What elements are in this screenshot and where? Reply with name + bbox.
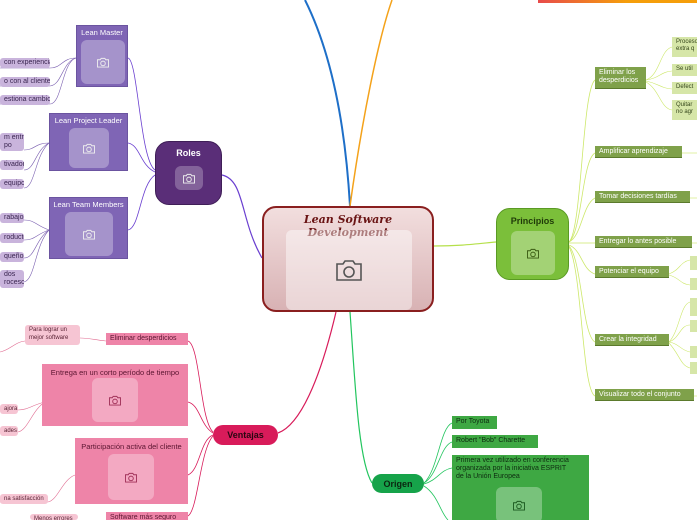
ventaja-entrega-title: Entrega en un corto período de tiempo	[50, 368, 180, 377]
principio-leaf[interactable]	[690, 320, 697, 332]
principio-leaf[interactable]	[690, 298, 697, 316]
camera-icon	[496, 487, 542, 520]
lean-master-leaf[interactable]: con experiencia	[0, 58, 50, 68]
principio-amplificar-aprendizaje[interactable]: Amplificar aprendizaje	[595, 146, 682, 158]
ventaja-eliminar-desperdicios[interactable]: Eliminar desperdicios	[106, 333, 188, 345]
lean-team-members-title: Lean Team Members	[53, 200, 124, 209]
lean-project-leader-leaf[interactable]: m entre po	[0, 133, 24, 151]
principio-leaf[interactable]	[690, 278, 697, 290]
principio-eliminar-desperdicios[interactable]: Eliminar los desperdicios	[595, 67, 646, 89]
principio-leaf[interactable]: Quitar no agr	[672, 100, 697, 120]
ventaja-leaf[interactable]: na satisfacción	[0, 494, 48, 504]
principio-entregar-pronto[interactable]: Entregar lo antes posible	[595, 236, 692, 248]
camera-icon	[65, 212, 113, 256]
lean-master-title: Lean Master	[81, 28, 123, 37]
ventaja-leaf[interactable]: Menos errores	[30, 514, 78, 520]
lean-team-members-leaf[interactable]: rabajo	[0, 213, 24, 223]
ventaja-leaf[interactable]: ades	[0, 426, 18, 436]
ventaja-entrega-corto-plazo[interactable]: Entrega en un corto período de tiempo	[42, 364, 188, 426]
lean-team-members-leaf[interactable]: queño	[0, 252, 24, 262]
camera-icon	[175, 166, 203, 190]
principio-potenciar-equipo[interactable]: Potenciar el equipo	[595, 266, 669, 278]
ventajas-node[interactable]: Ventajas	[213, 425, 278, 445]
principio-leaf[interactable]	[690, 346, 697, 358]
principios-node[interactable]: Principios	[496, 208, 569, 280]
ventaja-participacion-cliente[interactable]: Participación activa del cliente	[75, 438, 188, 504]
ventaja-participacion-title: Participación activa del cliente	[81, 442, 182, 451]
principio-leaf[interactable]: Defect	[672, 82, 697, 94]
principio-leaf[interactable]: Proceso extra q	[672, 37, 697, 57]
principio-tomar-decisiones[interactable]: Tomar decisiones tardías	[595, 191, 690, 203]
lean-project-leader-box[interactable]: Lean Project Leader	[49, 113, 128, 171]
origen-node[interactable]: Origen	[372, 474, 424, 493]
origen-title: Origen	[383, 479, 413, 489]
central-topic-title: Lean Software Development	[303, 213, 393, 239]
camera-icon	[69, 128, 109, 168]
lean-master-leaf[interactable]: o con al cliente	[0, 77, 50, 87]
camera-icon	[108, 454, 154, 500]
principio-crear-integridad[interactable]: Crear la integridad	[595, 334, 669, 346]
principio-visualizar-conjunto[interactable]: Visualizar todo el conjunto	[595, 389, 694, 401]
ventaja-software-seguro[interactable]: Software más seguro	[106, 512, 188, 520]
origen-charette[interactable]: Robert "Bob" Charette	[452, 435, 538, 448]
central-topic[interactable]: Lean Software Development	[262, 206, 434, 312]
ventaja-leaf[interactable]: Para lograr un mejor software	[25, 325, 80, 345]
lean-team-members-box[interactable]: Lean Team Members	[49, 197, 128, 259]
origen-toyota[interactable]: Por Toyota	[452, 416, 497, 429]
camera-icon	[286, 230, 412, 310]
camera-icon	[92, 378, 138, 422]
roles-node[interactable]: Roles	[155, 141, 222, 205]
roles-title: Roles	[176, 148, 201, 158]
camera-icon	[511, 231, 555, 275]
principio-leaf[interactable]: Se util	[672, 64, 697, 76]
lean-master-box[interactable]: Lean Master	[76, 25, 128, 87]
origen-esprit-text: Primera vez utilizado en conferencia org…	[456, 457, 569, 480]
top-branch-fragment	[538, 0, 697, 3]
principios-title: Principios	[510, 216, 555, 226]
lean-master-leaf[interactable]: estiona cambios	[0, 95, 50, 105]
camera-icon	[81, 40, 125, 84]
origen-esprit[interactable]: Primera vez utilizado en conferencia org…	[452, 455, 589, 520]
lean-team-members-leaf[interactable]: dos roceso	[0, 270, 24, 288]
ventajas-title: Ventajas	[227, 430, 264, 440]
lean-project-leader-title: Lean Project Leader	[54, 116, 123, 125]
lean-team-members-leaf[interactable]: roducto	[0, 233, 24, 243]
principio-leaf[interactable]	[690, 362, 697, 374]
ventaja-leaf[interactable]: ajora	[0, 404, 18, 414]
principio-leaf[interactable]	[690, 256, 697, 270]
lean-project-leader-leaf[interactable]: tivador	[0, 160, 24, 170]
lean-project-leader-leaf[interactable]: equipo	[0, 179, 24, 189]
